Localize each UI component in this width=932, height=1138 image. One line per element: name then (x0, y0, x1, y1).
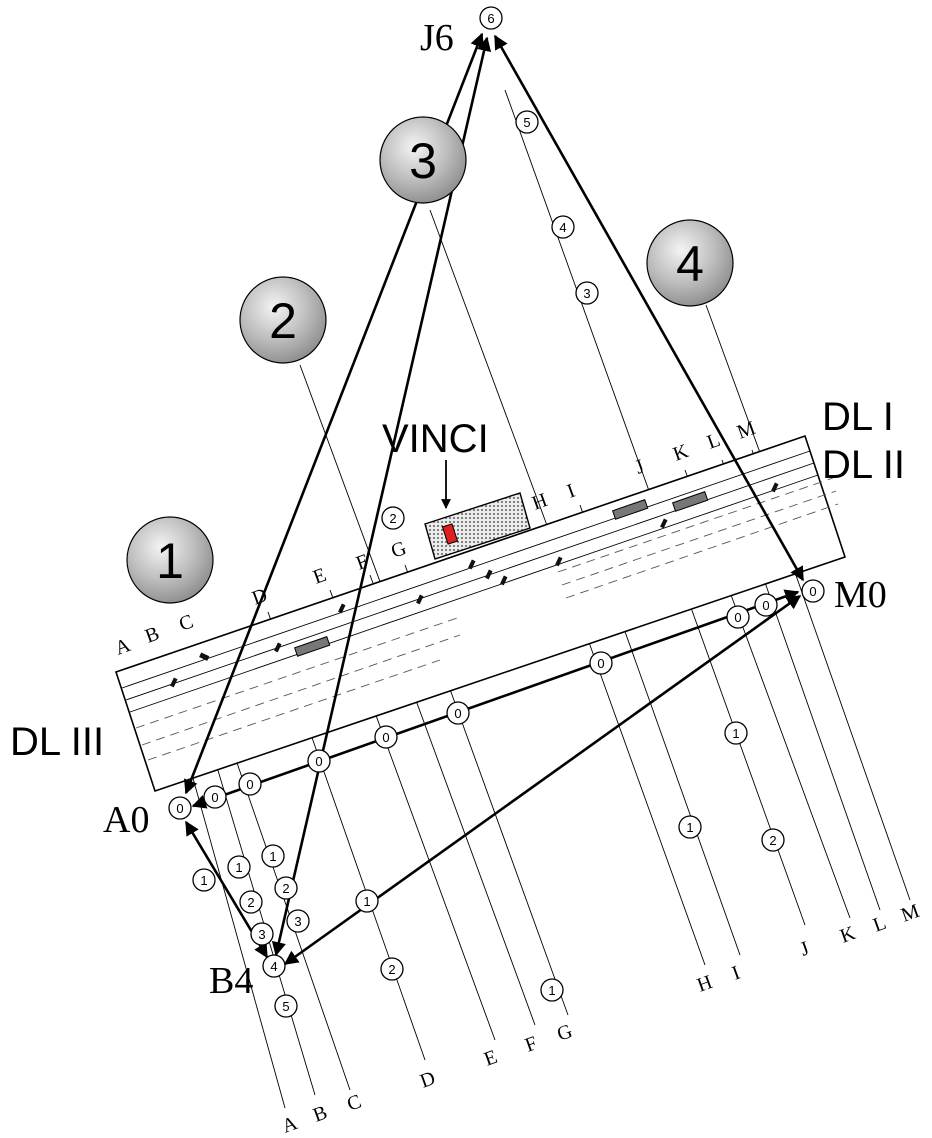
track-label-bottom-j: J (797, 937, 812, 960)
position-markers: 0 4 6 0 1 0 1 2 3 5 0 1 2 3 0 1 2 0 2 0 … (168, 6, 825, 1018)
position-e2: 2 (389, 511, 396, 526)
position-k0: 0 (734, 610, 741, 625)
station-m0-number: 0 (809, 584, 816, 599)
dl-i-label: DL I (822, 395, 894, 439)
track-label-top-b: B (142, 622, 162, 647)
position-e0: 0 (382, 730, 389, 745)
station-b4-number: 4 (270, 959, 277, 974)
track-labels-bottom: A B C D E F G H I J K L M (279, 900, 922, 1138)
area-4-circle (646, 219, 734, 307)
track-label-bottom-k: K (837, 922, 859, 948)
track-label-bottom-h: H (694, 971, 715, 997)
track-label-top-a: A (112, 634, 134, 660)
track-label-top-c: C (176, 610, 196, 635)
position-g0: 0 (454, 706, 461, 721)
dl-ii-label: DL II (822, 443, 905, 487)
arrow-j6-m0 (493, 34, 805, 582)
track-label-top-i: I (564, 480, 578, 503)
track-label-bottom-m: M (898, 900, 922, 927)
station-a0-number: 0 (176, 801, 183, 816)
track-label-bottom-l: L (870, 912, 889, 937)
area-3-circle (379, 116, 467, 204)
position-d0: 0 (315, 754, 322, 769)
station-j6-label: J6 (420, 17, 454, 59)
position-b0: 0 (211, 790, 218, 805)
track-label-bottom-i: I (729, 962, 743, 985)
position-b3: 3 (258, 927, 265, 942)
area-2-label: 2 (269, 293, 297, 349)
track-label-top-h: H (529, 489, 550, 515)
area-4-label: 4 (676, 236, 704, 292)
track-label-bottom-b: B (310, 1101, 330, 1126)
station-b4-label: B4 (209, 960, 253, 1002)
position-b2: 2 (247, 895, 254, 910)
position-i1: 1 (686, 820, 693, 835)
position-b5: 5 (282, 999, 289, 1014)
station-a0-label: A0 (103, 799, 149, 841)
area-1-label: 1 (156, 533, 184, 589)
position-d2: 2 (388, 962, 395, 977)
station-j6-number: 6 (487, 11, 494, 26)
track-label-bottom-e: E (481, 1046, 500, 1071)
track-label-top-d: D (249, 584, 270, 610)
position-b1: 1 (235, 860, 242, 875)
track-label-top-e: E (310, 564, 329, 589)
area-markers: 1 2 3 4 (126, 116, 734, 604)
position-g1: 1 (548, 983, 555, 998)
position-i0: 0 (597, 656, 604, 671)
track-label-bottom-f: F (522, 1032, 540, 1056)
position-c0: 0 (246, 777, 253, 792)
position-j3: 3 (583, 286, 590, 301)
beam-line-labels: DL I DL II DL III (10, 395, 905, 764)
position-l0: 0 (762, 598, 769, 613)
position-j4: 4 (559, 220, 566, 235)
track-label-bottom-a: A (279, 1112, 301, 1138)
track-label-top-g: G (388, 537, 409, 563)
position-c2: 2 (282, 881, 289, 896)
position-c3: 3 (294, 914, 301, 929)
track-label-top-k: K (670, 440, 692, 466)
dl-iii-label: DL III (10, 720, 104, 764)
position-c1: 1 (269, 849, 276, 864)
position-d1: 1 (363, 894, 370, 909)
position-a1: 1 (200, 873, 207, 888)
station-m0-label: M0 (834, 574, 887, 616)
station-labels: A0 B4 J6 M0 (103, 17, 887, 1002)
position-k2: 2 (769, 833, 776, 848)
leader-line-area-3 (429, 209, 546, 521)
track-label-bottom-g: G (554, 1020, 575, 1046)
track-label-bottom-d: D (417, 1067, 438, 1093)
position-k1: 1 (732, 726, 739, 741)
position-j5: 5 (523, 115, 530, 130)
area-3-label: 3 (409, 133, 437, 189)
area-1-circle (126, 516, 214, 604)
area-2-circle (239, 276, 327, 364)
track-label-bottom-c: C (344, 1090, 364, 1115)
track-label-top-j: J (632, 455, 647, 478)
